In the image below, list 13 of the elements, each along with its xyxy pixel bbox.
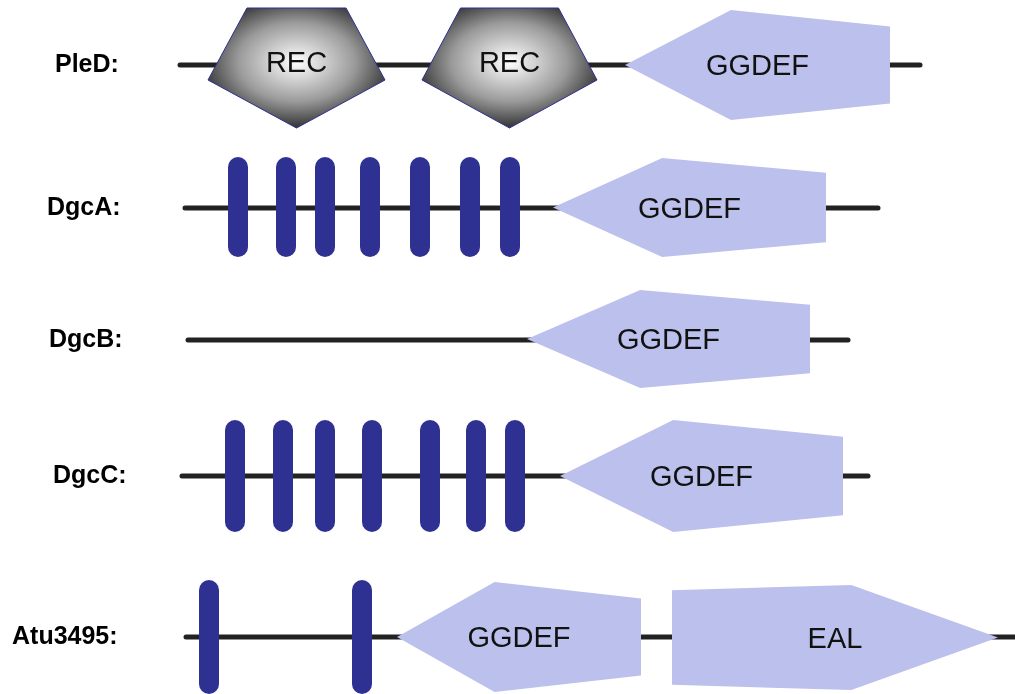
domain-label: REC — [477, 45, 542, 79]
domain-label: GGDEF — [466, 620, 572, 654]
protein-name: DgcC: — [53, 460, 127, 489]
domain-label: GGDEF — [704, 48, 811, 82]
domain-label: REC — [264, 45, 329, 79]
protein-name: Atu3495: — [12, 621, 118, 650]
protein-name: PleD: — [55, 49, 119, 78]
domain-label: GGDEF — [615, 322, 722, 356]
domain-label: GGDEF — [636, 191, 743, 224]
domain-label: GGDEF — [648, 459, 755, 493]
domain-label: EAL — [806, 621, 864, 654]
protein-name: DgcB: — [49, 324, 123, 353]
protein-name: DgcA: — [47, 192, 121, 221]
